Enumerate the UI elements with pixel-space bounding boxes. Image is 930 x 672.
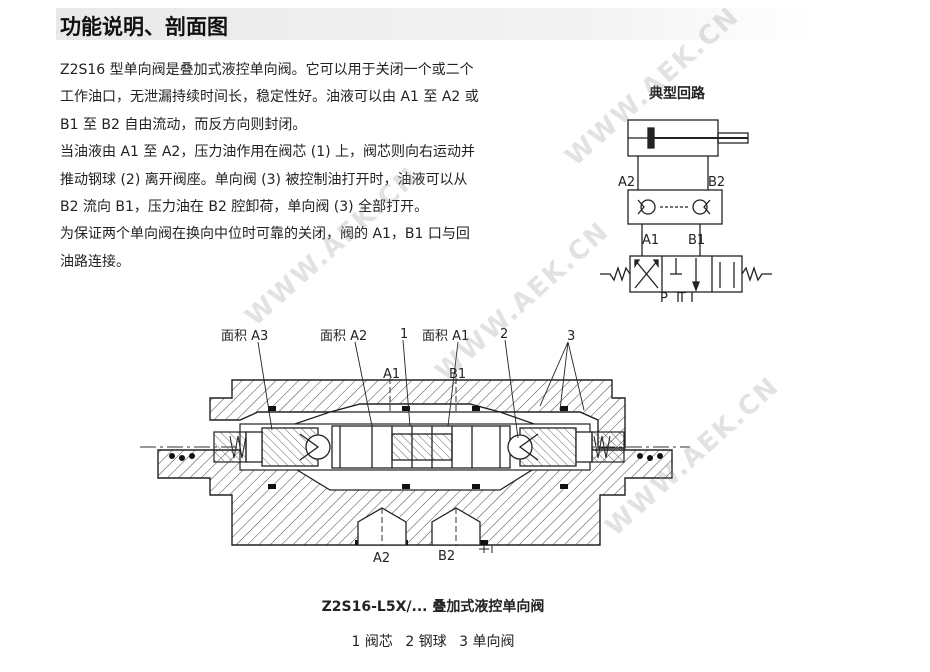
valve-body-upper: [209, 379, 626, 449]
legend-item-2: 2 钢球: [405, 634, 447, 650]
description-line: B2 流向 B1，压力油在 B2 腔卸荷，单向阀 (3) 全部打开。: [60, 199, 429, 216]
left-check-valve: [245, 427, 331, 467]
label-port-a1: A1: [383, 367, 400, 382]
circuit-label-t: T: [677, 291, 686, 306]
label-area-a2: 面积 A2: [320, 329, 367, 344]
description-line: 推动钢球 (2) 离开阀座。单向阀 (3) 被控制油打开时，油液可以从: [60, 171, 468, 188]
legend-item-1: 1 阀芯: [351, 634, 393, 650]
circuit-title: 典型回路: [649, 86, 705, 102]
circuit-label-p: P: [660, 291, 668, 306]
sectional-drawing: 面积 A3 面积 A2 1 面积 A1 2 3 A1 B1 A2 B2: [140, 327, 690, 566]
label-2: 2: [500, 327, 508, 342]
label-port-b2: B2: [438, 549, 455, 564]
right-check-valve: [507, 427, 593, 467]
description-line: 为保证两个单向阀在换向中位时可靠的关闭，阀的 A1，B1 口与回: [60, 226, 470, 243]
page-title: 功能说明、剖面图: [60, 15, 228, 39]
description-line: 工作油口，无泄漏持续时间长，稳定性好。油液可以由 A1 至 A2 或: [60, 89, 479, 106]
circuit-label-b1: B1: [688, 233, 705, 248]
typical-circuit-diagram: A2 B2 A1 B1 P T: [600, 119, 772, 306]
label-port-a2: A2: [373, 551, 390, 566]
circuit-label-a2: A2: [618, 175, 635, 190]
section-header: 功能说明、剖面图: [56, 8, 816, 40]
valve-body-lower: [157, 449, 673, 546]
label-area-a1: 面积 A1: [422, 329, 469, 344]
label-area-a3: 面积 A3: [221, 329, 268, 344]
label-port-b1: B1: [449, 367, 466, 382]
label-3: 3: [567, 329, 575, 344]
legend-item-3: 3 单向阀: [459, 634, 515, 650]
circuit-label-b2: B2: [708, 175, 725, 190]
spool: [331, 425, 511, 469]
cylinder-piston: [647, 127, 655, 149]
figure-caption: Z2S16-L5X/... 叠加式液控单向阀: [321, 599, 545, 615]
figure-legend: 1 阀芯 2 钢球 3 单向阀: [0, 631, 866, 651]
description-line: 当油液由 A1 至 A2，压力油作用在阀芯 (1) 上，阀芯则向右运动并: [60, 144, 476, 161]
check-valve-block: [627, 189, 723, 225]
description-line: Z2S16 型单向阀是叠加式液控单向阀。它可以用于关闭一个或二个: [60, 62, 474, 78]
description-line: B1 至 B2 自由流动，而反方向则封闭。: [60, 116, 307, 133]
description-line: 油路连接。: [60, 253, 130, 270]
label-1: 1: [400, 327, 408, 342]
description-text: Z2S16 型单向阀是叠加式液控单向阀。它可以用于关闭一个或二个 工作油口，无泄…: [60, 57, 560, 276]
circuit-label-a1: A1: [642, 233, 659, 248]
